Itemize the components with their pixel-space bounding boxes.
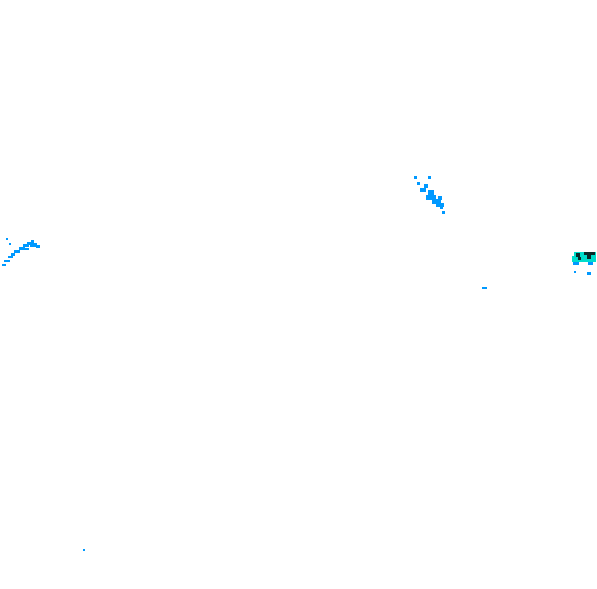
echo-cell — [8, 256, 13, 258]
echo-cell — [438, 196, 442, 200]
echo-cell — [11, 253, 15, 256]
echo-cell — [436, 203, 444, 207]
echo-cell — [428, 176, 431, 179]
echo-cell — [14, 250, 20, 253]
echo-cell — [574, 252, 596, 262]
echo-cell — [420, 188, 426, 192]
echo-cell — [482, 287, 487, 289]
echo-cluster-west — [2, 238, 40, 266]
echo-cell — [432, 199, 441, 204]
echo-cell — [4, 260, 10, 262]
echo-cell — [27, 242, 31, 245]
echo-cell — [19, 247, 25, 250]
echo-cell — [587, 255, 591, 259]
echo-cell — [428, 190, 434, 195]
echo-cell — [572, 256, 576, 262]
echo-cell — [83, 549, 85, 551]
echo-cell — [23, 244, 29, 247]
echo-cell — [578, 257, 581, 260]
echo-cell — [426, 195, 436, 200]
echo-cluster-northeast — [414, 176, 445, 214]
echo-cell — [440, 207, 443, 209]
echo-cell — [587, 272, 591, 275]
echo-cell — [9, 243, 11, 245]
echo-cell — [442, 211, 445, 214]
echo-cell — [30, 243, 37, 247]
echo-cell — [584, 252, 595, 255]
echo-cell — [574, 271, 576, 273]
echo-cell — [573, 262, 579, 265]
echo-cell — [2, 264, 6, 266]
echo-cluster-east — [572, 252, 596, 275]
echo-cell — [36, 245, 40, 248]
echo-cell — [424, 184, 428, 188]
echo-cell — [6, 238, 8, 240]
echo-cell — [588, 262, 593, 265]
echo-cell — [31, 240, 34, 243]
echo-cell — [414, 176, 417, 179]
echo-isolated — [83, 287, 487, 551]
echo-cell — [576, 253, 580, 257]
echo-cell — [24, 248, 29, 250]
echo-cell — [417, 182, 420, 185]
